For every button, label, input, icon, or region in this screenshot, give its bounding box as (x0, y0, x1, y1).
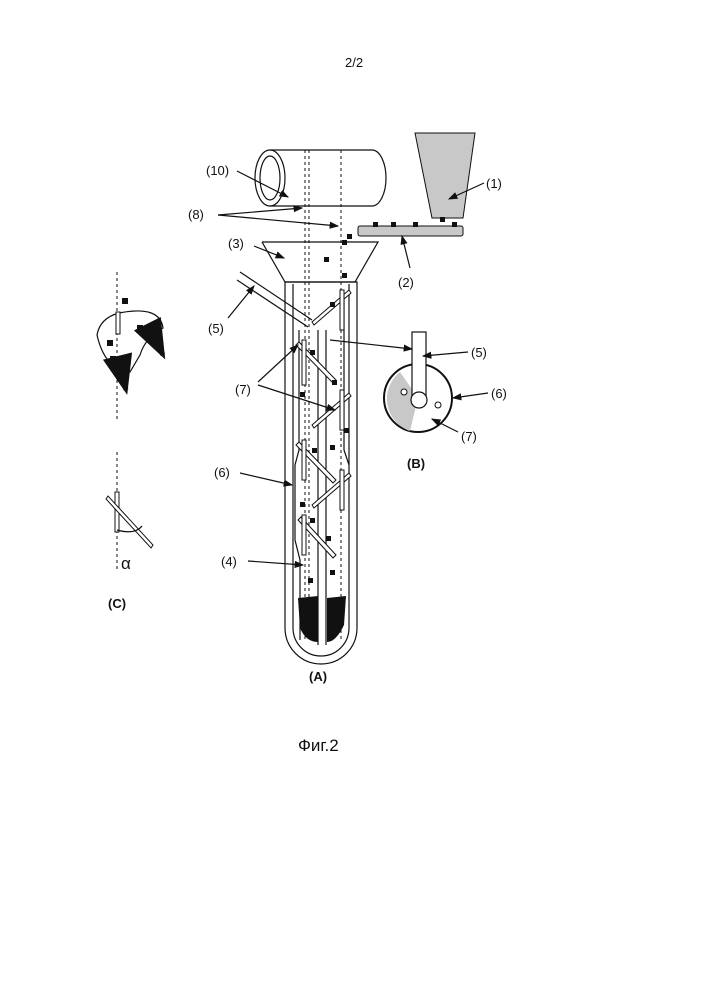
label-3: (3) (228, 236, 244, 251)
funnel-3 (262, 242, 378, 282)
label-6: (6) (214, 465, 230, 480)
label-b6: (6) (491, 386, 507, 401)
tube-a (285, 282, 357, 664)
label-8: (8) (188, 207, 204, 222)
label-1: (1) (486, 176, 502, 191)
detail-c (97, 272, 163, 570)
view-b-label: (B) (407, 456, 425, 471)
view-a-label: (A) (309, 669, 327, 684)
page-number: 2/2 (345, 55, 363, 70)
cylinder-10 (255, 150, 386, 206)
figure-caption: Фиг.2 (298, 736, 339, 755)
particle-bed (298, 596, 346, 642)
conveyor-2 (358, 226, 463, 236)
label-10: (10) (206, 163, 229, 178)
label-2: (2) (398, 275, 414, 290)
label-4: (4) (221, 554, 237, 569)
label-b7: (7) (461, 429, 477, 444)
hopper-1 (415, 133, 475, 218)
label-7: (7) (235, 382, 251, 397)
view-c-label: (C) (108, 596, 126, 611)
label-5: (5) (208, 321, 224, 336)
angle-alpha: α (121, 554, 131, 573)
label-b5: (5) (471, 345, 487, 360)
